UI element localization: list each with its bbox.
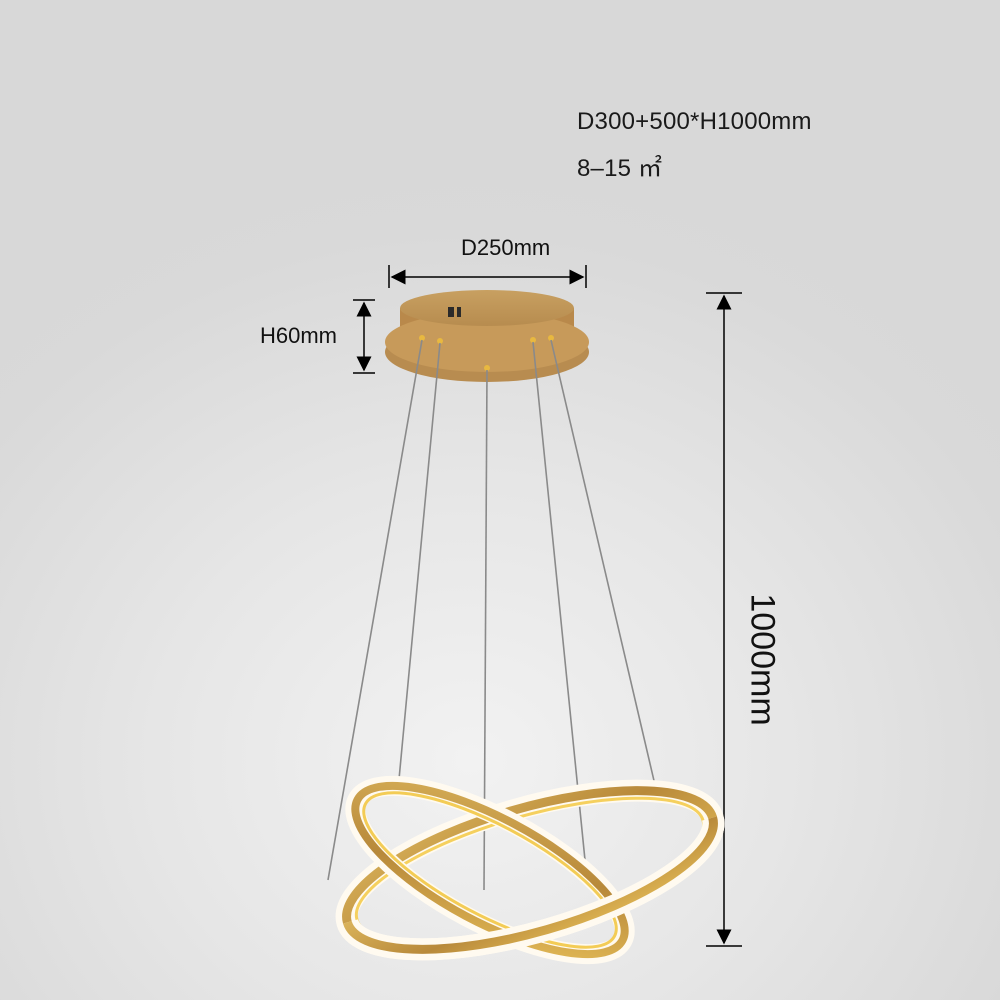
small-ring — [345, 775, 635, 965]
total-height-label: 1000mm — [743, 593, 782, 726]
canopy-diameter-dimension — [388, 265, 587, 288]
spec-dimensions: D300+500*H1000mm — [577, 108, 812, 135]
ceiling-canopy — [385, 290, 589, 382]
canopy-diameter-label: D250mm — [461, 235, 551, 260]
total-height-dimension — [706, 292, 742, 947]
spec-area: 8–15 ㎡ — [577, 155, 663, 182]
canopy-height-dimension — [353, 299, 375, 374]
canopy-height-label: H60mm — [260, 323, 338, 348]
large-ring-front-arc — [336, 814, 725, 961]
